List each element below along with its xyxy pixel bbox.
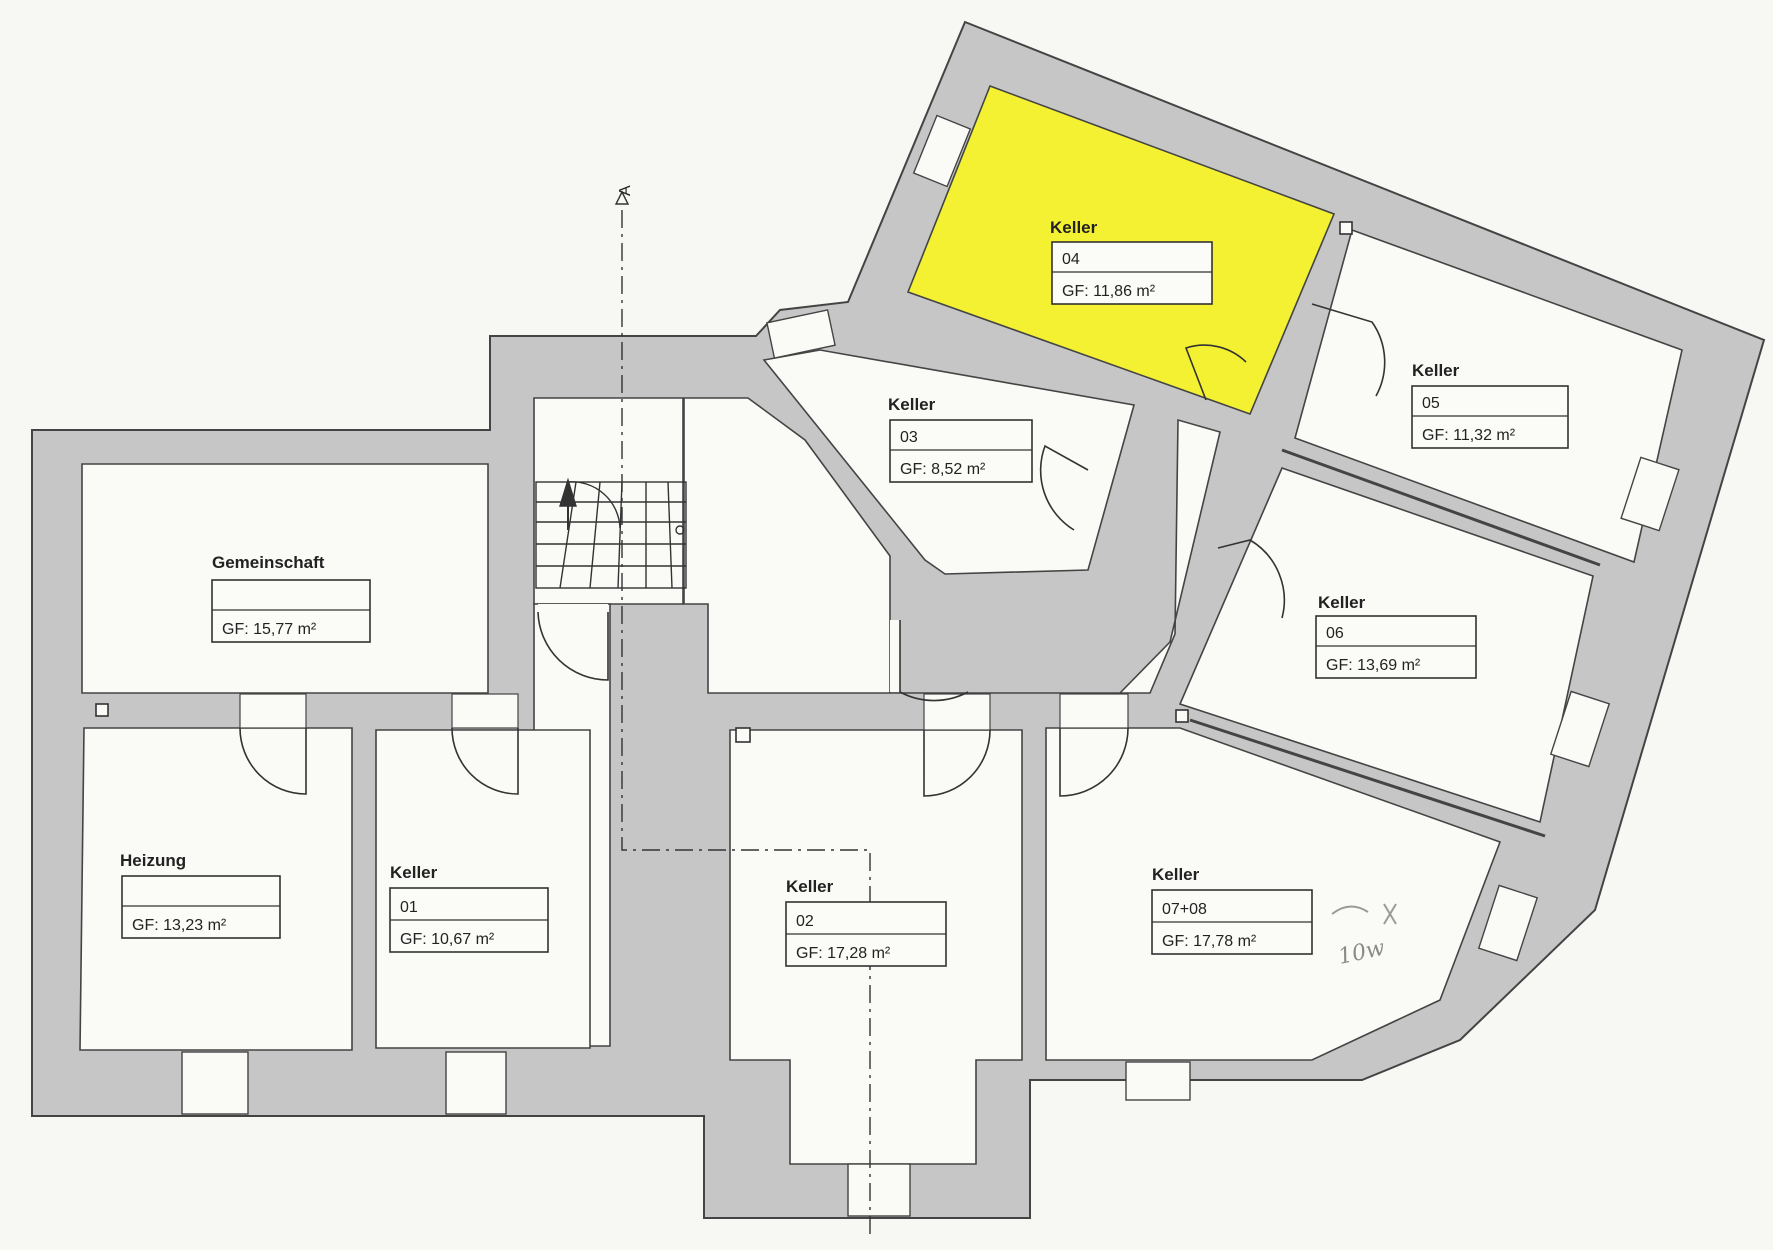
svg-text:GF: 8,52 m²: GF: 8,52 m² (900, 461, 986, 478)
floor-stair (533, 397, 684, 605)
room-label-keller-02: Keller 02 GF: 17,28 m² (785, 877, 947, 967)
svg-text:05: 05 (1422, 395, 1440, 412)
door-swing-stair (537, 611, 609, 681)
room-label-gemeinschaft: Gemeinschaft GF: 15,77 m² (211, 553, 371, 643)
door-swing-keller-03 (1039, 444, 1089, 531)
door-swing-keller-01 (451, 727, 519, 795)
window-keller-05 (1620, 456, 1680, 532)
window-keller-01 (445, 1051, 507, 1115)
door-swing-keller-02 (923, 729, 991, 797)
svg-text:Keller: Keller (1050, 218, 1098, 237)
svg-text:Keller: Keller (390, 863, 438, 882)
door-swing-keller-06 (1217, 539, 1286, 619)
door-swing-keller-05 (1311, 303, 1386, 397)
svg-text:Keller: Keller (888, 395, 936, 414)
room-label-keller-04: Keller 04 GF: 11,86 m² (1050, 218, 1213, 305)
svg-text:Heizung: Heizung (120, 851, 186, 870)
room-label-keller-01: Keller 01 GF: 10,67 m² (389, 863, 549, 953)
floor-gemeinschaft (81, 463, 489, 694)
door-swing-heizung (239, 727, 307, 795)
svg-text:04: 04 (1062, 251, 1080, 268)
svg-text:03: 03 (900, 429, 918, 446)
svg-text:GF: 11,32 m²: GF: 11,32 m² (1422, 427, 1516, 444)
svg-text:Keller: Keller (1152, 865, 1200, 884)
room-label-keller-03: Keller 03 GF: 8,52 m² (888, 395, 1033, 483)
window-keller-0708 (1125, 1061, 1191, 1101)
floor-corridor-upper (683, 397, 1221, 694)
section-marker-label: A (617, 185, 634, 196)
room-label-heizung: Heizung GF: 13,23 m² (120, 851, 281, 939)
window-keller-0708-side (1477, 884, 1539, 962)
door-swing-keller-04 (1184, 344, 1247, 401)
window-keller-02 (847, 1163, 911, 1217)
partition-lines (1189, 448, 1601, 838)
door-opening-corridor (890, 620, 900, 692)
window-keller-03 (766, 309, 836, 359)
windows (181, 114, 1680, 1217)
svg-text:Gemeinschaft: Gemeinschaft (212, 553, 325, 572)
svg-text:02: 02 (796, 913, 814, 930)
svg-text:Keller: Keller (786, 877, 834, 896)
door-opening-heizung (239, 693, 307, 729)
svg-text:GF: 10,67 m²: GF: 10,67 m² (400, 931, 495, 948)
svg-text:06: 06 (1326, 625, 1344, 642)
window-keller-06 (1549, 690, 1611, 768)
room-label-keller-05: Keller 05 GF: 11,32 m² (1411, 361, 1569, 449)
window-keller-04 (912, 114, 972, 188)
svg-text:GF: 15,77 m²: GF: 15,77 m² (222, 621, 317, 638)
door-opening-stair (538, 604, 608, 612)
svg-text:GF: 17,78 m²: GF: 17,78 m² (1162, 933, 1257, 950)
staircase (535, 477, 687, 589)
door-opening-keller-02 (923, 693, 991, 731)
door-opening-keller-0708 (1059, 693, 1129, 729)
svg-text:GF: 17,28 m²: GF: 17,28 m² (796, 945, 891, 962)
svg-text:07+08: 07+08 (1162, 901, 1207, 918)
door-swing-keller-0708 (1059, 727, 1129, 797)
room-label-keller-06: Keller 06 GF: 13,69 m² (1315, 593, 1477, 679)
svg-text:GF: 11,86 m²: GF: 11,86 m² (1062, 283, 1156, 300)
window-heizung (181, 1051, 249, 1115)
svg-text:GF: 13,69 m²: GF: 13,69 m² (1326, 657, 1421, 674)
section-line-a: A (614, 185, 871, 1240)
doors (239, 303, 1386, 797)
svg-text:GF: 13,23 m²: GF: 13,23 m² (132, 917, 227, 934)
room-label-keller-0708: Keller 07+08 GF: 17,78 m² (1151, 865, 1313, 955)
svg-text:Keller: Keller (1318, 593, 1366, 612)
svg-text:01: 01 (400, 899, 418, 916)
door-opening-keller-01 (451, 693, 519, 729)
door-swing-corridor (899, 620, 969, 702)
svg-text:Keller: Keller (1412, 361, 1460, 380)
shaft-markers (95, 221, 1353, 743)
